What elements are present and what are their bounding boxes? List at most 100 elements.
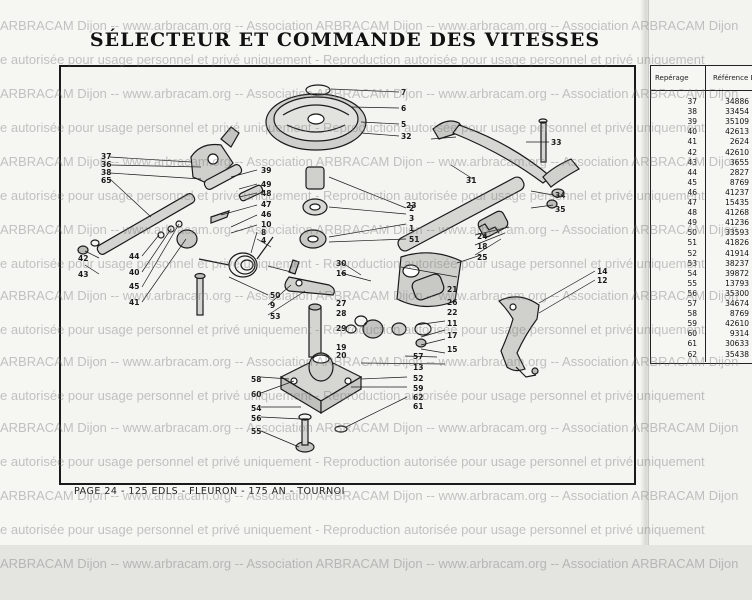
callout-15: 15 bbox=[447, 345, 457, 354]
base-housing-part bbox=[279, 303, 363, 453]
reperage-cell: 40 bbox=[687, 127, 697, 137]
reperage-cell: 62 bbox=[687, 349, 697, 359]
callout-5: 5 bbox=[401, 120, 406, 129]
reperage-cell: 43 bbox=[687, 157, 697, 167]
callout-47: 47 bbox=[261, 200, 271, 209]
reperage-cell: 45 bbox=[687, 177, 697, 187]
callout-48: 48 bbox=[261, 189, 271, 198]
book-gutter bbox=[640, 0, 650, 545]
reference-cell: 41914 bbox=[725, 248, 749, 258]
callout-35: 35 bbox=[555, 205, 565, 214]
table-row: 42 42610 bbox=[651, 148, 752, 157]
reperage-cell: 53 bbox=[687, 258, 697, 268]
callout-labels: 7 6 5 32 33 31 34 35 2 3 1 51 23 37 36 3… bbox=[78, 88, 607, 436]
callout-8: 8 bbox=[261, 228, 266, 237]
reperage-cell: 48 bbox=[687, 208, 697, 218]
reperage-cell: 61 bbox=[687, 339, 697, 349]
reference-cell: 34674 bbox=[725, 299, 749, 308]
callout-30: 30 bbox=[336, 259, 346, 268]
reference-cell: 41237 bbox=[725, 187, 749, 197]
reperage-cell: 42 bbox=[687, 147, 697, 157]
table-row: 61 30633 bbox=[651, 339, 752, 348]
callout-19: 19 bbox=[336, 343, 346, 352]
callout-14: 14 bbox=[597, 267, 607, 276]
table-row: 51 41826 bbox=[651, 238, 752, 247]
reference-cell: 30633 bbox=[725, 339, 749, 349]
reference-cell: 42613 bbox=[725, 127, 749, 137]
callout-59: 59 bbox=[413, 384, 423, 393]
selector-shaft-part bbox=[397, 176, 525, 252]
page-footer: PAGE 24 - 125 EDLS - FLEURON - 175 AN - … bbox=[74, 486, 345, 497]
bolt-part bbox=[194, 272, 206, 316]
reperage-cell: 41 bbox=[687, 137, 697, 147]
exploded-diagram: 7 6 5 32 33 31 34 35 2 3 1 51 23 37 36 3… bbox=[77, 84, 607, 453]
reference-cell: 2827 bbox=[729, 167, 749, 177]
callout-55: 55 bbox=[251, 427, 261, 436]
callout-62: 62 bbox=[413, 393, 423, 402]
small-pin-parts bbox=[157, 184, 264, 249]
reference-cell: 41268 bbox=[725, 208, 749, 218]
callout-61: 61 bbox=[413, 402, 423, 411]
reference-cell: 42610 bbox=[725, 147, 749, 157]
callout-39: 39 bbox=[261, 166, 271, 175]
callout-54: 54 bbox=[251, 404, 261, 413]
table-row: 43 3655 bbox=[651, 158, 752, 167]
table-row: 38 33454 bbox=[651, 107, 752, 116]
callout-22: 22 bbox=[447, 308, 457, 317]
reference-cell: 35300 bbox=[725, 288, 749, 298]
reference-cell: 34886 bbox=[725, 97, 749, 106]
return-spring-part bbox=[198, 236, 274, 278]
table-row: 48 41268 bbox=[651, 208, 752, 217]
selector-drum-part bbox=[345, 252, 462, 348]
callout-1: 1 bbox=[409, 224, 414, 233]
callout-50: 50 bbox=[270, 291, 280, 300]
reference-cell: 15435 bbox=[725, 198, 749, 207]
callout-18: 18 bbox=[477, 242, 487, 251]
reference-cell: 41236 bbox=[725, 218, 749, 228]
callout-36: 36 bbox=[101, 160, 111, 169]
reperage-cell: 38 bbox=[687, 107, 697, 117]
callout-26: 26 bbox=[447, 298, 457, 307]
shaft-part bbox=[77, 193, 196, 255]
reperage-cell: 51 bbox=[687, 238, 697, 248]
reference-cell: 33454 bbox=[725, 107, 749, 117]
reference-cell: 8769 bbox=[729, 177, 749, 187]
callout-58: 58 bbox=[251, 375, 261, 384]
callout-21: 21 bbox=[447, 285, 457, 294]
callout-2: 2 bbox=[409, 204, 414, 213]
reperage-cell: 37 bbox=[687, 97, 697, 106]
callout-leaders bbox=[84, 88, 596, 448]
callout-44: 44 bbox=[129, 252, 139, 261]
reference-cell: 3655 bbox=[729, 157, 749, 167]
table-row: 45 8769 bbox=[651, 178, 752, 187]
callout-12: 12 bbox=[597, 276, 607, 285]
reference-cell: 41826 bbox=[725, 238, 749, 248]
callout-52: 52 bbox=[413, 374, 423, 383]
reperage-cell: 57 bbox=[687, 299, 697, 308]
reference-cell: 35438 bbox=[725, 349, 749, 359]
reperage-cell: 39 bbox=[687, 117, 697, 127]
callout-27: 27 bbox=[336, 299, 346, 308]
callout-56: 56 bbox=[251, 414, 261, 423]
callout-42: 42 bbox=[78, 254, 88, 263]
reference-cell: 39872 bbox=[725, 268, 749, 278]
table-row: 40 42613 bbox=[651, 127, 752, 136]
page-title: SÉLECTEUR ET COMMANDE DES VITESSES bbox=[89, 29, 601, 51]
shift-fork-part bbox=[497, 296, 540, 378]
reference-cell: 2624 bbox=[729, 137, 749, 147]
callout-45: 45 bbox=[129, 282, 139, 291]
reperage-cell: 47 bbox=[687, 198, 697, 207]
callout-13: 13 bbox=[413, 363, 423, 372]
callout-7: 7 bbox=[401, 88, 406, 97]
exploded-diagram-frame: 7 6 5 32 33 31 34 35 2 3 1 51 23 37 36 3… bbox=[59, 65, 636, 485]
reperage-cell: 44 bbox=[687, 167, 697, 177]
callout-6: 6 bbox=[401, 104, 406, 113]
callout-4: 4 bbox=[261, 236, 266, 245]
